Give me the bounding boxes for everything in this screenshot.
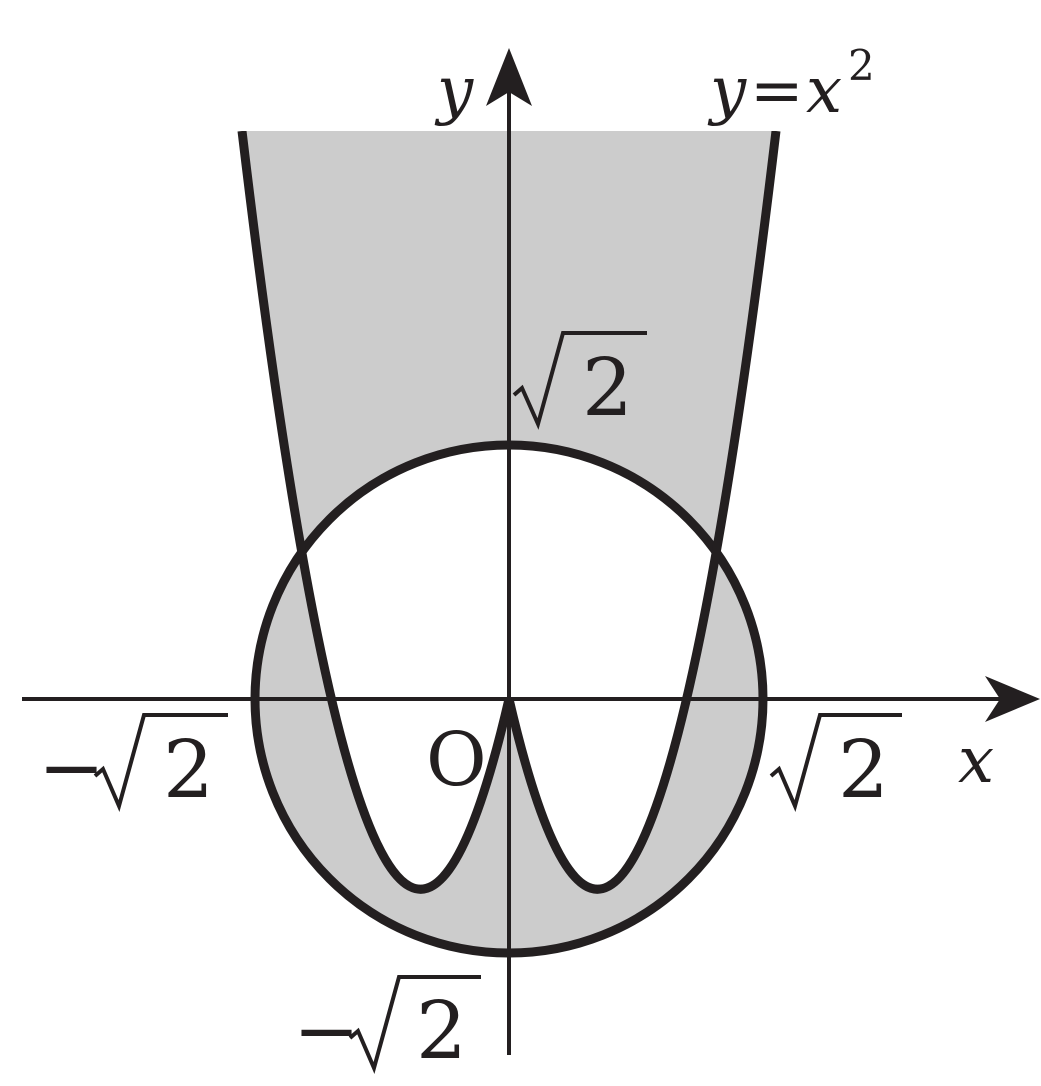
svg-text:2: 2 [838, 723, 889, 816]
svg-text:2: 2 [163, 723, 214, 816]
x-axis-arrow [985, 676, 1040, 722]
svg-text:2: 2 [416, 984, 467, 1077]
y-axis-label: y [434, 54, 474, 128]
svg-text:y: y [707, 54, 747, 128]
svg-text:−: − [293, 984, 360, 1077]
svg-text:2: 2 [848, 41, 875, 90]
x-axis-label: x [958, 724, 994, 798]
svg-text:x: x [806, 54, 842, 128]
radical-sign [348, 975, 481, 1075]
neg-sqrt2-label-bottom: − 2 [293, 975, 481, 1077]
svg-text:=: = [750, 54, 804, 128]
parabola-label: y = x 2 [707, 41, 875, 128]
sqrt2-label-right: 2 [769, 713, 902, 816]
radical-sign [512, 331, 647, 430]
shaded-region [242, 131, 776, 953]
svg-text:−: − [38, 721, 105, 814]
neg-sqrt2-label-left: − 2 [38, 713, 228, 816]
y-axis-arrow [486, 48, 532, 106]
origin-label: O [426, 717, 487, 803]
radical-sign [93, 713, 228, 813]
radical-sign [769, 713, 902, 813]
svg-text:2: 2 [582, 341, 633, 434]
sqrt2-label-top: 2 [512, 331, 647, 434]
